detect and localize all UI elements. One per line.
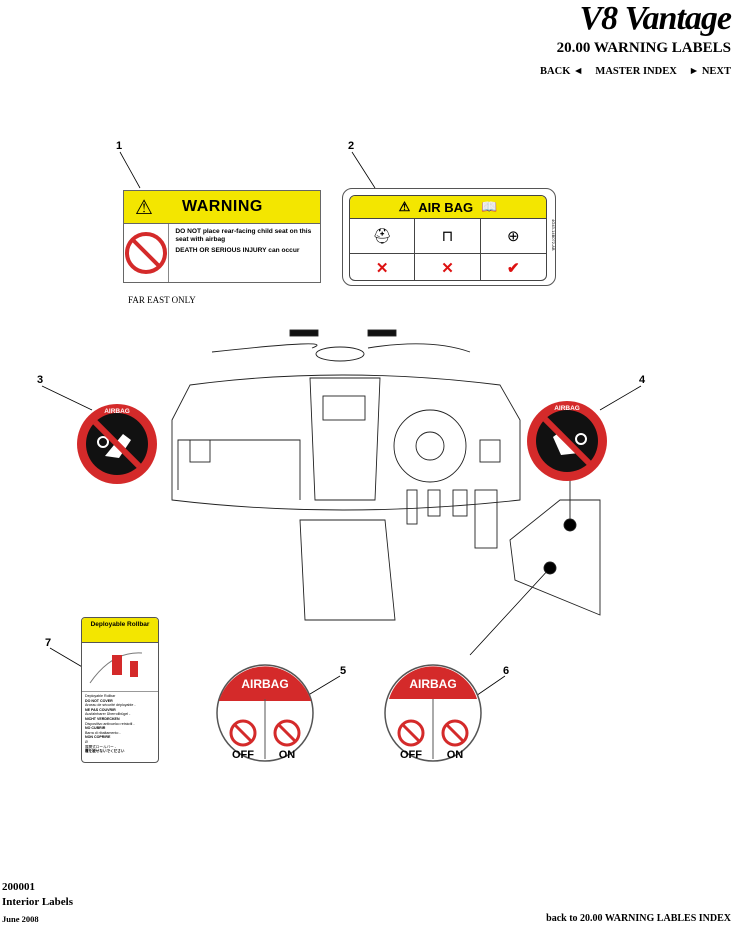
master-index-link[interactable]: MASTER INDEX [595, 66, 677, 77]
badge-5: AIRBAG OFF ON [216, 664, 314, 762]
rollbar-line: 展開式ロールバー - [85, 744, 116, 749]
callout-1: 1 [116, 140, 123, 152]
label-2-heading: AIR BAG [418, 199, 474, 215]
section-title: 20.00 WARNING LABELS [556, 40, 731, 56]
warning-triangle-icon: ⚠ [398, 199, 411, 214]
warning-label-2: ⚠ AIR BAG 📖 ⛑ ✕ ⊓ ✕ ⊕ ✔ 4G43-14B072-AB [342, 188, 556, 286]
svg-text:OFF: OFF [232, 749, 254, 761]
badge-3-airbag-text: AIRBAG [104, 408, 130, 415]
check-mark-icon: ✔ [507, 259, 520, 277]
rollbar-line: NE PAS COUVRIR [85, 707, 116, 712]
leader-6b [469, 567, 551, 656]
brand-logo: V8 Vantage [579, 0, 732, 37]
label-2-side-code: 4G43-14B072-AB [551, 219, 556, 251]
doc-date: June 2008 [2, 914, 39, 924]
cross-mark-icon: ✕ [441, 259, 454, 277]
leader-3 [41, 385, 93, 411]
back-to-index-link[interactable]: back to 20.00 WARNING LABLES INDEX [546, 913, 731, 924]
doc-name: Interior Labels [2, 896, 73, 908]
callout-3: 3 [37, 374, 44, 386]
rollbar-text: Deployable Rollbar DO NOT COVER Arceau d… [82, 692, 158, 756]
airbag-seat-icon: ⊕ [480, 219, 546, 254]
leader-4 [599, 385, 642, 411]
dashboard-drawing [171, 329, 601, 621]
rollbar-line: DO NOT COVER [85, 698, 113, 703]
child-seat-icon: ⛑ [350, 219, 415, 254]
far-east-note: FAR EAST ONLY [128, 295, 196, 305]
callout-7: 7 [45, 637, 52, 649]
rollbar-line: Barra di ribaltamento - [85, 730, 121, 735]
rollbar-line: Deployable Rollbar [85, 694, 116, 698]
rollbar-line: Dispositivo antivuelco retráctil - [85, 721, 135, 726]
rollbar-title: Deployable Rollbar [82, 618, 158, 643]
no-child-seat-icon [124, 224, 170, 282]
svg-text:OFF: OFF [400, 749, 422, 761]
warning-triangle-icon: ⚠ [135, 196, 153, 219]
back-link[interactable]: BACK ◄ [540, 66, 584, 77]
leader-2 [351, 151, 376, 189]
svg-text:ON: ON [279, 749, 296, 761]
next-link[interactable]: ► NEXT [688, 66, 731, 77]
rollbar-line: NON COPRIRE [85, 735, 111, 740]
doc-code: 200001 [2, 881, 35, 893]
callout-6: 6 [503, 665, 510, 677]
rollbar-line: 覆を被せないでください [85, 749, 125, 754]
label-1-line1: DO NOT place rear-facing child seat on t… [175, 228, 312, 243]
rollbar-label-7: Deployable Rollbar Deployable Rollbar DO… [81, 617, 159, 763]
badge-6: AIRBAG OFF ON [384, 664, 482, 762]
nav-bar: BACK ◄ MASTER INDEX ► NEXT [540, 66, 731, 77]
book-icon: 📖 [481, 199, 498, 214]
warning-label-1: ⚠ WARNING DO NOT place rear-facing child… [123, 190, 321, 283]
leader-1 [119, 151, 141, 189]
callout-4: 4 [639, 374, 646, 386]
label-1-heading: WARNING [182, 198, 263, 215]
rollbar-picture [82, 643, 158, 692]
cross-mark-icon: ✕ [375, 259, 389, 277]
rollbar-line: Ausfahrbarer Überrollbügel - [85, 712, 131, 717]
leader-7 [49, 647, 85, 669]
svg-text:ON: ON [447, 749, 464, 761]
callout-2: 2 [348, 140, 355, 152]
svg-text:AIRBAG: AIRBAG [409, 677, 456, 691]
rollbar-line: Ø [85, 739, 88, 744]
seat-icon: ⊓ [415, 219, 480, 254]
label-1-line2: DEATH OR SERIOUS INJURY can occur [175, 247, 300, 254]
rollbar-line: Arceau de sécurité déployable - [85, 703, 136, 708]
svg-text:AIRBAG: AIRBAG [554, 405, 580, 412]
callout-5: 5 [340, 665, 347, 677]
rollbar-line: NO CUBRIR [85, 726, 106, 731]
svg-text:AIRBAG: AIRBAG [241, 677, 288, 691]
badge-3: AIRBAG [77, 404, 157, 484]
badge-4: AIRBAG [527, 401, 607, 481]
rollbar-line: NICHT VERDECKEN [85, 716, 120, 721]
